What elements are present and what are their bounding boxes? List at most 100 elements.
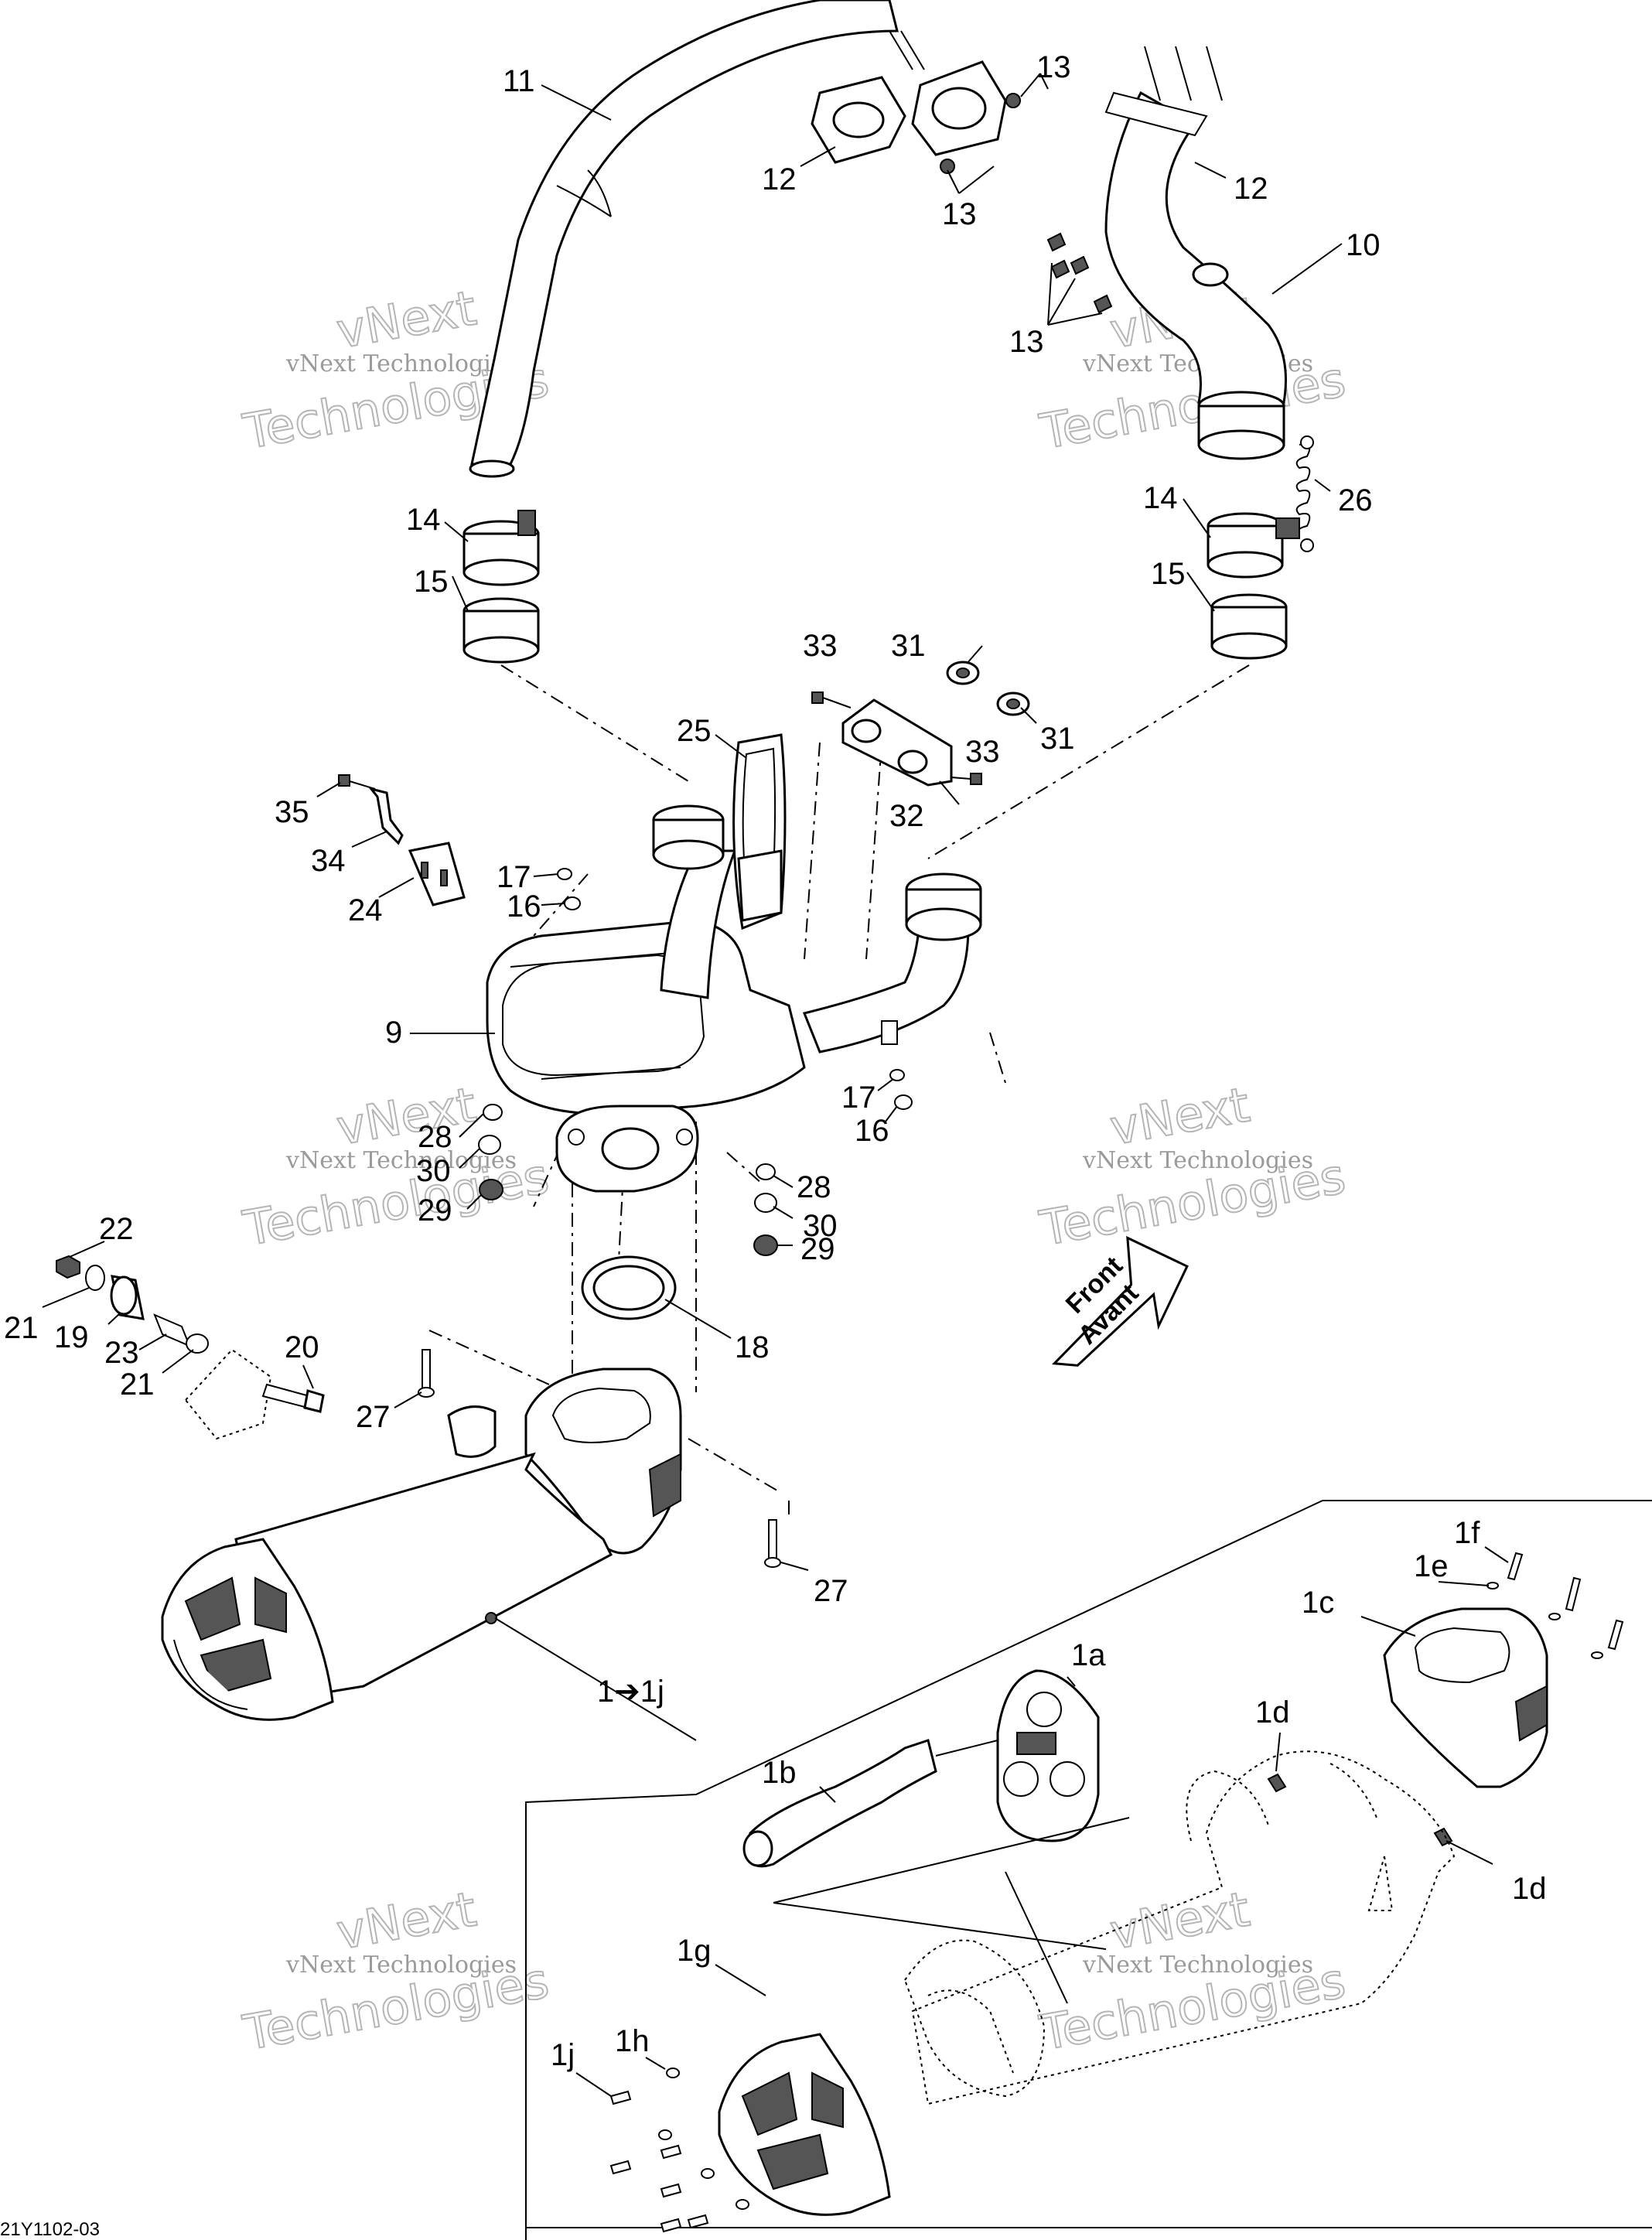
callout-13-right: 13: [1009, 325, 1044, 359]
bolt-27-right: [764, 1519, 781, 1568]
flange-left: [911, 60, 1021, 174]
callout-27-left: 27: [356, 1400, 391, 1434]
grommet-lower: [996, 691, 1030, 716]
callout-31-upper: 31: [891, 629, 926, 663]
svg-text:vNext Technologies: vNext Technologies: [285, 1951, 517, 1979]
svg-text:vNext: vNext: [333, 1076, 480, 1156]
callout-labels: 11 12 12 13 13 13 10 14 15 14 15 26 33 3…: [4, 50, 1547, 2072]
callout-1c: 1c: [1302, 1586, 1334, 1620]
y-pipe-inlet-right: [905, 872, 982, 941]
fasteners-top-right: [1046, 232, 1113, 314]
svg-text:vNext Technologies: vNext Technologies: [285, 1147, 517, 1174]
nut-16-lower: [894, 1094, 913, 1110]
hanger-bolt: [338, 774, 376, 790]
callout-1g: 1g: [677, 1934, 712, 1968]
clamp-left: [462, 510, 540, 586]
callout-1d-lower: 1d: [1512, 1872, 1547, 1906]
svg-text:vNext Technologies: vNext Technologies: [1082, 1147, 1313, 1174]
detail-pipe-1b: [742, 1739, 998, 1868]
callout-13-mid: 13: [942, 197, 977, 231]
detail-frame: [494, 1500, 1652, 2240]
callout-35: 35: [275, 795, 309, 829]
sleeve-left: [462, 597, 540, 664]
callout-1a: 1a: [1071, 1638, 1106, 1672]
callout-14-left: 14: [406, 503, 441, 537]
sleeve-right: [1210, 593, 1288, 660]
bracket: [841, 698, 953, 787]
detail-endcap-1c: [1383, 1607, 1548, 1788]
heat-shield: [732, 733, 787, 930]
callout-1j: 1j: [551, 2038, 575, 2072]
leader-lines: [42, 73, 1509, 2097]
nut-16-upper: [564, 896, 581, 910]
callout-20: 20: [285, 1330, 319, 1364]
detail-bracket-line: [773, 1817, 1130, 2004]
detail-screws-1j: [609, 2090, 709, 2233]
svg-text:vNext: vNext: [333, 279, 480, 359]
y-pipe-inlet-left: [652, 804, 725, 870]
callout-22: 22: [99, 1212, 134, 1246]
washer-17-upper: [557, 868, 572, 880]
callout-12-left: 12: [762, 162, 797, 196]
header-pipe-left: [469, 0, 925, 478]
detail-tip-1g: [718, 2033, 891, 2216]
callout-10: 10: [1346, 228, 1381, 262]
callout-29-right: 29: [800, 1232, 835, 1266]
nut-22: [56, 1255, 80, 1279]
callout-18: 18: [735, 1330, 770, 1364]
header-pipe-right: [1104, 46, 1287, 460]
callout-24: 24: [348, 893, 383, 927]
callout-9: 9: [385, 1016, 402, 1050]
bushing-19: [110, 1275, 145, 1320]
callout-1e: 1e: [1414, 1549, 1449, 1583]
callout-1-range: 1➔1j: [597, 1675, 664, 1709]
svg-text:vNext: vNext: [1106, 1076, 1254, 1156]
washer-21-left: [85, 1265, 105, 1291]
muffler-outlet-flange: [555, 1105, 699, 1193]
hanger-bracket: [368, 787, 404, 845]
callout-28-left: 28: [418, 1120, 452, 1154]
stud-hardware-left: [478, 1104, 503, 1200]
callout-28-right: 28: [797, 1170, 831, 1204]
callout-12-right: 12: [1234, 172, 1268, 206]
detail-washers-1e: [1486, 1582, 1603, 1659]
watermark-mid-right: vNext vNext Technologies Technologies: [1035, 1075, 1350, 1258]
callout-16-upper: 16: [507, 890, 541, 924]
silencer-assembly: [161, 1368, 682, 1721]
gasket-left: [811, 76, 906, 164]
rubber-hanger: [408, 842, 466, 907]
callout-30-left: 30: [416, 1154, 451, 1188]
front-direction-arrow: Front Avant: [1052, 1235, 1189, 1367]
callout-13-top: 13: [1036, 50, 1071, 84]
callout-21-right: 21: [120, 1368, 155, 1402]
detail-washers-1h: [658, 2068, 749, 2210]
washer-17-lower: [889, 1069, 905, 1081]
callout-1f: 1f: [1454, 1516, 1480, 1550]
callout-15-right: 15: [1151, 557, 1186, 591]
callout-27-right: 27: [814, 1574, 848, 1608]
callout-30-right: 30: [803, 1209, 838, 1243]
spacer-23: [153, 1313, 191, 1347]
callout-33-upper: 33: [803, 629, 838, 663]
callout-25: 25: [677, 714, 712, 748]
bolt-33-lower: [951, 773, 982, 785]
callout-34: 34: [311, 844, 346, 878]
watermark-bottom-left: vNext vNext Technologies Technologies: [238, 1880, 554, 2062]
svg-text:vNext Technologies: vNext Technologies: [285, 350, 517, 377]
clamp-right: [1207, 512, 1300, 579]
assembly-lines: [428, 664, 1250, 1516]
callout-17-lower: 17: [841, 1081, 876, 1115]
watermark-bottom-right: vNext vNext Technologies Technologies: [1035, 1880, 1350, 2062]
callout-19: 19: [54, 1320, 89, 1354]
bolt-27-left: [418, 1349, 435, 1398]
detail-gasket-1a: [996, 1669, 1100, 1842]
callout-33-lower: 33: [965, 735, 1000, 769]
stud-hardware-right: [753, 1163, 778, 1256]
grommet-upper: [946, 661, 980, 685]
callout-16-lower: 16: [855, 1114, 889, 1148]
sensor-fitting: [881, 1020, 898, 1045]
callout-15-left: 15: [414, 565, 449, 599]
callout-31-lower: 31: [1040, 722, 1075, 756]
svg-text:vNext Technologies: vNext Technologies: [1082, 1951, 1313, 1979]
